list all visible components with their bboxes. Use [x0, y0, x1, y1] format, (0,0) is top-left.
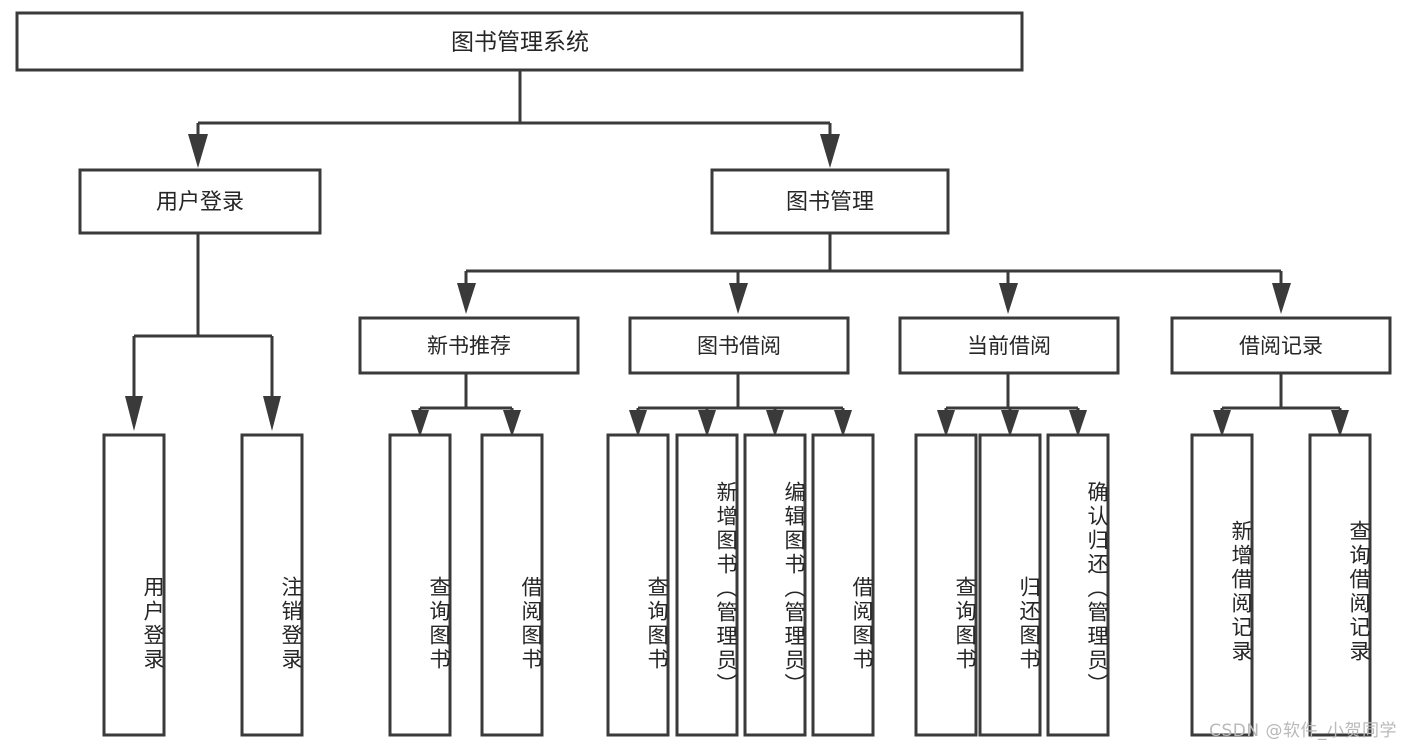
connector-group-borrow-record	[1213, 373, 1349, 437]
arrow-head-book-manage	[820, 134, 840, 168]
connector-group-book-borrow	[629, 373, 852, 437]
node-book-manage-label: 图书管理	[786, 190, 874, 215]
connector-group-root	[188, 70, 840, 168]
node-current-borrow-box[interactable]	[898, 316, 1120, 375]
node-user-login-label: 用户登录	[156, 190, 244, 215]
leaf-box-query-book-3[interactable]	[914, 433, 978, 737]
node-current-borrow-label: 当前借阅	[967, 334, 1051, 358]
node-new-book-recommend-box[interactable]	[358, 316, 580, 375]
leaf-box-logout[interactable]	[240, 433, 304, 737]
arrow-head-leaf-query-book-2	[629, 410, 647, 437]
leaf-boxes	[102, 433, 1372, 737]
arrow-head-book-borrow	[729, 283, 748, 314]
arrow-head-leaf-query-book-3	[937, 410, 955, 437]
watermark-csdn: CSDN @软件_小贺同学	[1209, 721, 1397, 741]
leaf-box-query-book-2[interactable]	[606, 433, 670, 737]
arrow-head-leaf-add-record	[1213, 410, 1231, 437]
node-new-book-recommend-label: 新书推荐	[427, 334, 511, 358]
leaf-box-add-book[interactable]	[675, 433, 739, 737]
arrow-head-leaf-user-login	[125, 396, 143, 431]
node-current-borrow[interactable]: 当前借阅	[898, 316, 1120, 375]
node-borrow-record-box[interactable]	[1170, 316, 1392, 375]
arrow-head-leaf-borrow-book-2	[834, 410, 852, 437]
node-root-box[interactable]	[15, 11, 1024, 72]
arrow-head-new-book-recommend	[457, 283, 476, 314]
leaf-box-return-book[interactable]	[978, 433, 1042, 737]
leaf-box-user-login[interactable]	[102, 433, 166, 737]
leaf-box-add-record[interactable]	[1190, 433, 1254, 737]
node-book-manage[interactable]: 图书管理	[710, 168, 950, 235]
node-borrow-record[interactable]: 借阅记录	[1170, 316, 1392, 375]
arrow-head-leaf-return-book	[1001, 410, 1019, 437]
arrow-head-leaf-edit-book	[766, 410, 784, 437]
connector-group-user-login	[125, 233, 281, 431]
arrow-head-borrow-record	[1272, 283, 1291, 314]
connector-group-book-manage	[457, 233, 1291, 314]
node-book-borrow[interactable]: 图书借阅	[628, 316, 850, 375]
leaf-box-borrow-book-1[interactable]	[480, 433, 544, 737]
arrow-head-leaf-confirm-return	[1069, 410, 1087, 437]
node-root[interactable]: 图书管理系统	[15, 11, 1024, 72]
node-borrow-record-label: 借阅记录	[1239, 334, 1323, 358]
connector-group-new-book-recommend	[411, 373, 521, 437]
arrow-head-current-borrow	[999, 283, 1018, 314]
connector-group-current-borrow	[937, 373, 1087, 437]
leaf-box-query-book-1[interactable]	[388, 433, 452, 737]
node-new-book-recommend[interactable]: 新书推荐	[358, 316, 580, 375]
leaf-box-edit-book[interactable]	[743, 433, 807, 737]
arrow-head-leaf-query-book-1	[411, 410, 429, 437]
arrow-head-leaf-logout	[263, 396, 281, 431]
node-root-label: 图书管理系统	[451, 30, 589, 56]
node-book-borrow-label: 图书借阅	[697, 334, 781, 358]
arrow-head-leaf-borrow-book-1	[503, 410, 521, 437]
node-book-borrow-box[interactable]	[628, 316, 850, 375]
arrow-head-leaf-query-record	[1331, 410, 1349, 437]
arrow-head-user-login	[188, 134, 208, 168]
leaf-box-confirm-return[interactable]	[1046, 433, 1110, 737]
node-user-login-box[interactable]	[78, 168, 322, 235]
leaf-box-query-record[interactable]	[1308, 433, 1372, 737]
leaf-box-borrow-book-2[interactable]	[811, 433, 875, 737]
node-user-login[interactable]: 用户登录	[78, 168, 322, 235]
arrow-head-leaf-add-book	[698, 410, 716, 437]
node-book-manage-box[interactable]	[710, 168, 950, 235]
